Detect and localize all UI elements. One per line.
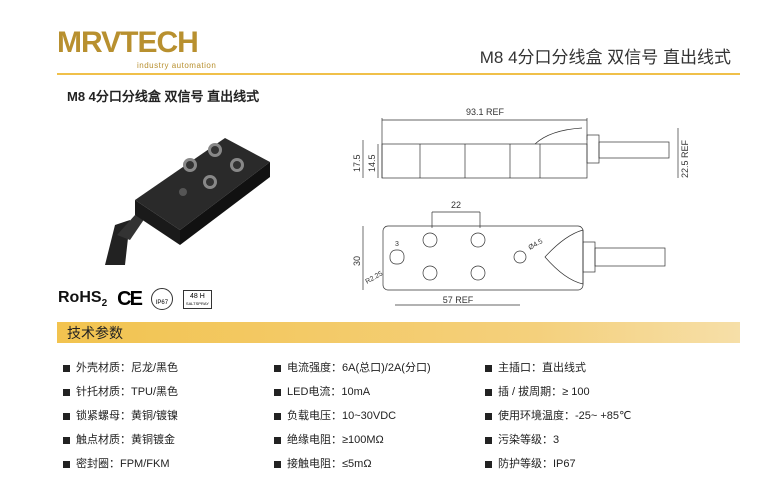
bullet-icon xyxy=(485,412,492,420)
spec-item: 密封圈：FPM/FKM xyxy=(63,457,170,471)
spec-item: 接触电阻：≤5mΩ xyxy=(274,457,372,471)
dim-length: 93.1 REF xyxy=(466,107,505,117)
product-photo xyxy=(105,138,270,265)
spec-text: 针托材质：TPU/黑色 xyxy=(76,386,179,398)
bullet-icon xyxy=(274,388,281,396)
dim-cable-height: 22.5 REF xyxy=(680,139,690,178)
bullet-icon xyxy=(274,436,281,444)
spec-item: 负载电压：10~30VDC xyxy=(274,409,396,423)
spec-item: LED电流：10mA xyxy=(274,385,370,399)
spec-item: 触点材质：黄铜镀金 xyxy=(63,433,175,447)
bullet-icon xyxy=(485,460,492,468)
spec-text: 污染等级：3 xyxy=(498,434,560,446)
spec-item: 使用环境温度：-25~ +85℃ xyxy=(485,409,631,423)
bullet-icon xyxy=(274,364,281,372)
ip67-icon: IP67 xyxy=(150,288,173,310)
spec-text: 防护等级：IP67 xyxy=(498,458,576,470)
page-title: M8 4分口分线盒 双信号 直出线式 xyxy=(479,48,731,67)
dim-hole-distance: 57 REF xyxy=(443,295,474,305)
spec-item: 主插口：直出线式 xyxy=(485,361,586,375)
dim-width: 30 xyxy=(352,256,362,266)
spec-item: 锁紧螺母：黄铜/镀镍 xyxy=(63,409,178,423)
spec-text: 外壳材质：尼龙/黑色 xyxy=(76,362,179,374)
dim-hole: Ø4.5 xyxy=(528,238,545,252)
spec-item: 针托材质：TPU/黑色 xyxy=(63,385,178,399)
brand-logo: MRVTECH industry automation xyxy=(57,28,217,72)
header-divider xyxy=(57,73,740,75)
dimension-drawing: 93.1 REF 17.5 14.5 22.5 REF 22 30 3 R2.2… xyxy=(352,107,690,306)
bullet-icon xyxy=(63,364,70,372)
spec-item: 防护等级：IP67 xyxy=(485,457,576,471)
bullet-icon xyxy=(63,412,70,420)
product-subtitle: M8 4分口分线盒 双信号 直出线式 xyxy=(67,89,260,104)
spec-text: LED电流：10mA xyxy=(287,386,371,398)
bullet-icon xyxy=(274,412,281,420)
bullet-icon xyxy=(63,388,70,396)
spec-text: 插 / 拔周期：≥ 100 xyxy=(498,386,590,398)
dim-height-1: 17.5 xyxy=(352,154,362,172)
dim-height-2: 14.5 xyxy=(367,154,377,172)
section-title: 技术参数 xyxy=(67,325,123,341)
spec-text: 主插口：直出线式 xyxy=(498,362,586,374)
dim-radius: R2.25 xyxy=(365,270,385,285)
bullet-icon xyxy=(485,436,492,444)
ce-mark: CE xyxy=(117,288,143,310)
logo-tagline: industry automation xyxy=(137,61,217,70)
spec-item: 外壳材质：尼龙/黑色 xyxy=(63,361,178,375)
dim-pitch: 22 xyxy=(451,200,461,210)
bullet-icon xyxy=(485,364,492,372)
spec-text: 锁紧螺母：黄铜/镀镍 xyxy=(76,410,179,422)
spec-text: 接触电阻：≤5mΩ xyxy=(287,458,372,470)
bullet-icon xyxy=(63,436,70,444)
spec-item: 污染等级：3 xyxy=(485,433,559,447)
bullet-icon xyxy=(485,388,492,396)
logo-text: MRVTECH xyxy=(57,26,199,59)
spec-item: 绝缘电阻：≥100MΩ xyxy=(274,433,384,447)
spec-item: 插 / 拔周期：≥ 100 xyxy=(485,385,590,399)
spec-text: 负载电压：10~30VDC xyxy=(287,410,397,422)
spec-text: 密封圈：FPM/FKM xyxy=(76,458,170,470)
rohs-mark: RoHS2 xyxy=(58,289,108,310)
spec-text: 使用环境温度：-25~ +85℃ xyxy=(498,410,632,422)
bullet-icon xyxy=(274,460,281,468)
spec-text: 电流强度：6A(总口)/2A(分口) xyxy=(287,362,431,374)
spec-text: 绝缘电阻：≥100MΩ xyxy=(287,434,384,446)
dim-slot: 3 xyxy=(395,241,399,248)
spec-text: 触点材质：黄铜镀金 xyxy=(76,434,175,446)
bullet-icon xyxy=(63,460,70,468)
section-header: 技术参数 xyxy=(57,322,740,343)
spec-item: 电流强度：6A(总口)/2A(分口) xyxy=(274,361,431,375)
